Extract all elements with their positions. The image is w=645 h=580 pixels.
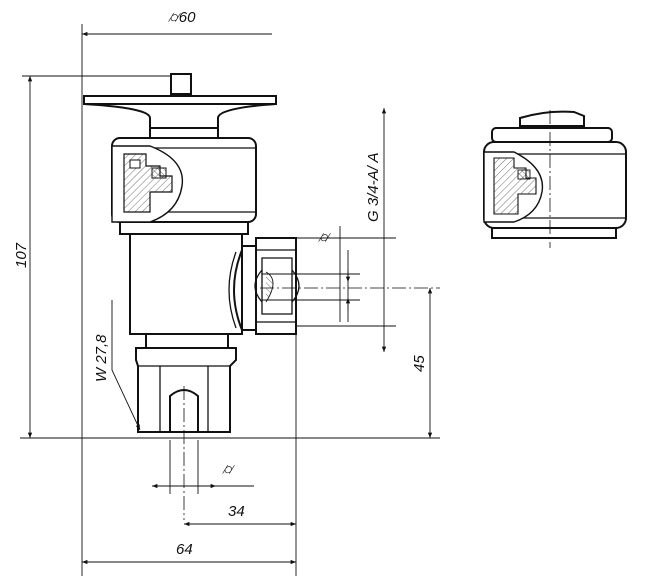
wrench-label: W 27,8: [93, 334, 110, 382]
height-107-label: 107: [13, 242, 30, 268]
offset-34-label: 34: [228, 503, 245, 520]
wrench-symbol-bottom: ⌭: [222, 461, 235, 478]
outlet-nut: [255, 237, 297, 335]
side-handwheel: [519, 110, 585, 127]
neck: [145, 333, 229, 349]
width-64-label: 64: [176, 541, 193, 558]
thread-label: G 3/4-A/ A: [365, 153, 382, 222]
bottom-symbol-dimension: ⌭: [152, 440, 254, 494]
offset-dimension-34: 34: [184, 334, 297, 576]
height-dimension-107: 107: [13, 75, 185, 438]
handwheel-flange: [83, 95, 277, 105]
wrench-symbol-right: ⌭: [318, 229, 331, 246]
top-symbol-label: ⌭60: [168, 9, 196, 26]
height-45-label: 45: [411, 355, 428, 372]
outlet-center-dimension: [260, 226, 440, 322]
valve-front-view: [83, 73, 300, 520]
top-dimension: ⌭60: [81, 9, 272, 576]
valve-side-view: [483, 110, 627, 248]
thread-dimension: G 3/4-A/ A ⌭: [296, 107, 396, 352]
handwheel-skirt: [83, 103, 277, 129]
valve-body: [129, 233, 243, 335]
height-dimension-45: 45: [411, 288, 433, 438]
wrench-dimension: W 27,8: [93, 300, 141, 431]
bonnet-collar: [119, 221, 249, 235]
width-dimension-64: 64: [81, 541, 296, 565]
spindle-cap: [170, 73, 192, 95]
